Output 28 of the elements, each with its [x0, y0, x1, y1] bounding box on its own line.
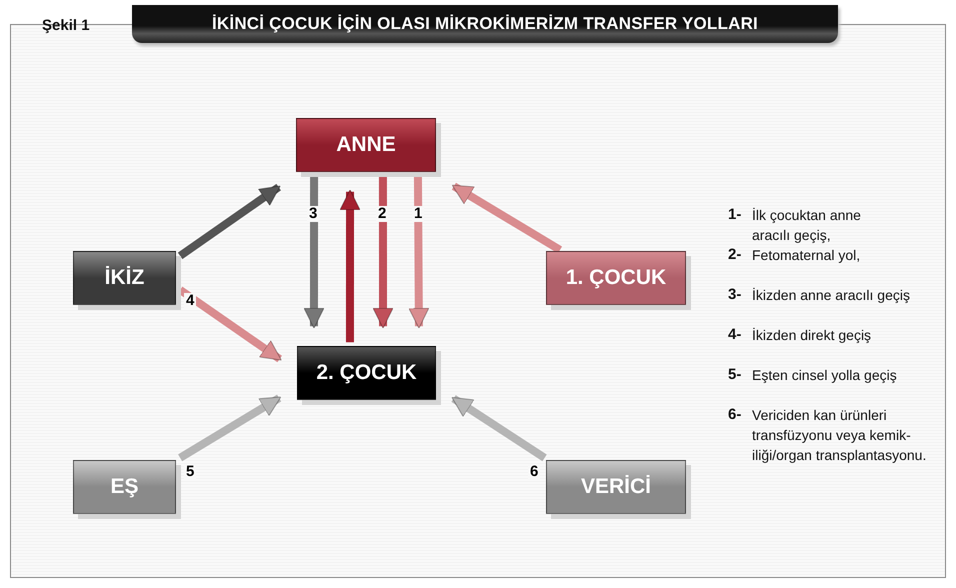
arrow — [303, 176, 324, 329]
edge-label: 2 — [376, 206, 388, 222]
legend-text: İkizden direkt geçiş — [752, 326, 872, 345]
list-number: 5- — [728, 365, 742, 385]
arrow — [452, 182, 562, 254]
list-number: 6- — [728, 405, 742, 425]
figure-label: Şekil 1 — [42, 16, 90, 36]
arrow — [178, 394, 282, 462]
legend-text: Eşten cinsel yolla geçiş — [752, 366, 898, 385]
arrow — [372, 176, 394, 329]
title-banner: İKİNCİ ÇOCUK İÇİN OLASI MİKROKİMERİZM TRANSFER YOLLARI — [132, 5, 838, 43]
edge-label: 3 — [307, 206, 320, 222]
list-number: 3- — [728, 285, 742, 305]
arrow — [178, 184, 281, 260]
arrow — [408, 176, 430, 329]
edge-label: 6 — [528, 464, 540, 480]
edge-label: 4 — [184, 293, 196, 309]
list-number: 2- — [728, 245, 742, 265]
legend-text: İlk çocuktan anne aracılı geçiş, — [752, 206, 862, 245]
legend-text: İkizden anne aracılı geçiş — [752, 286, 911, 305]
legend-text: Vericiden kan ürünleri transfüzyonu veya kemik-iliği/organ transplantasyonu. — [752, 406, 927, 465]
legend-text: Fetomaternal yol, — [752, 246, 862, 265]
edge-label: 5 — [184, 464, 196, 480]
arrow — [451, 395, 547, 462]
arrow — [340, 189, 361, 342]
edge-label: 1 — [412, 206, 424, 222]
list-number: 4- — [728, 325, 742, 345]
list-number: 1- — [728, 205, 742, 225]
